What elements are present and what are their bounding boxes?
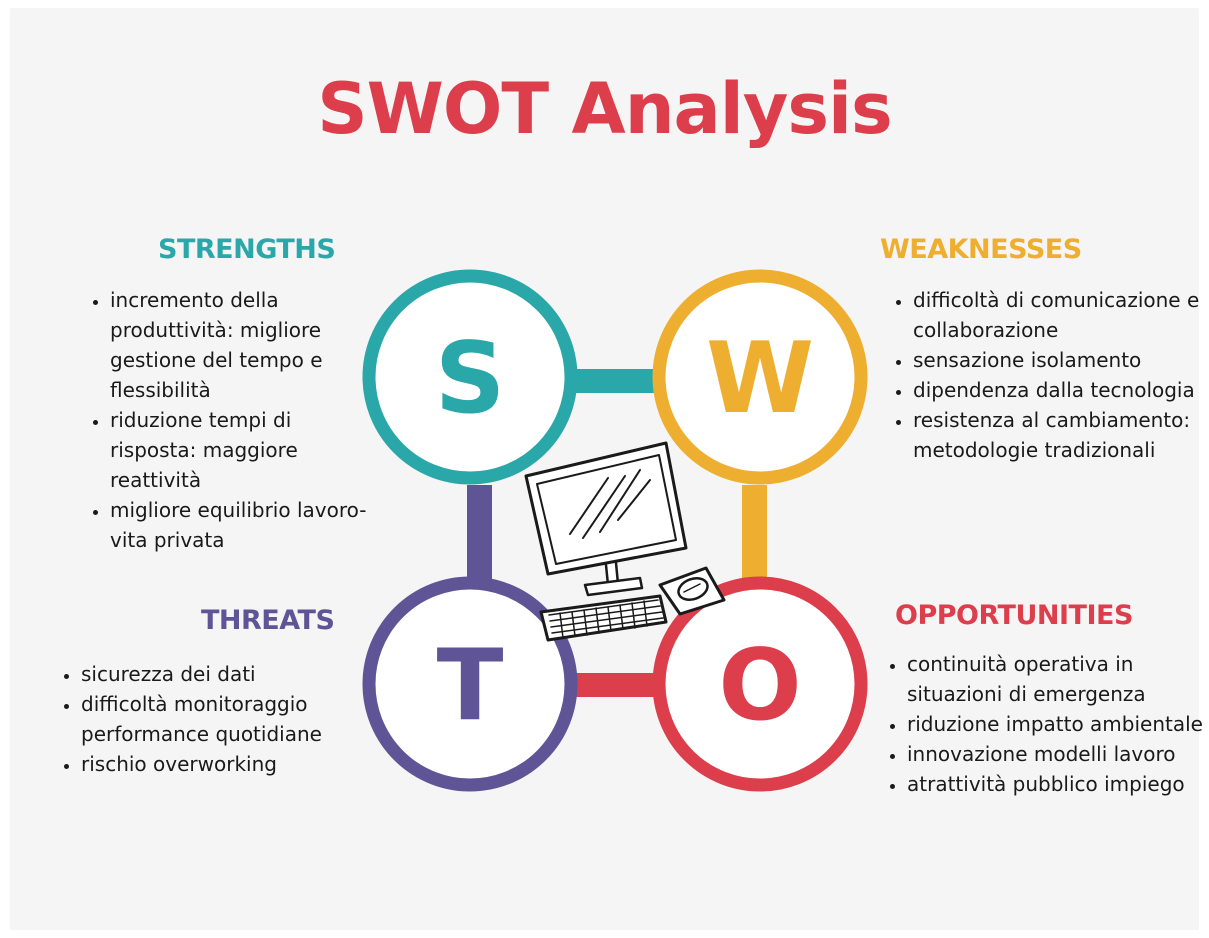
strengths-letter: S <box>435 322 506 436</box>
list-item: rischio overworking <box>81 749 393 779</box>
threats-list: sicurezza dei dati difficoltà monitoragg… <box>55 659 393 779</box>
list-item: incremento della produttività: migliore … <box>110 285 382 405</box>
threats-circle: T <box>362 576 578 792</box>
connector-t-o <box>565 673 667 697</box>
opportunities-list: continuità operativa in situazioni di em… <box>881 649 1207 799</box>
list-item: atrattività pubblico impiego <box>907 769 1207 799</box>
list-item: dipendenza dalla tecnologia <box>913 375 1209 405</box>
connector-w-o <box>742 485 767 589</box>
threats-letter: T <box>437 629 504 743</box>
opportunities-letter: O <box>718 629 801 743</box>
weaknesses-letter: W <box>706 322 814 436</box>
list-item: riduzione tempi di risposta: maggiore re… <box>110 405 382 495</box>
weaknesses-list: difficoltà di comunicazione e collaboraz… <box>887 285 1209 465</box>
page-title: SWOT Analysis <box>317 68 892 150</box>
list-item: difficoltà monitoraggio performance quot… <box>81 689 393 749</box>
strengths-list: incremento della produttività: migliore … <box>84 285 382 555</box>
list-item: sensazione isolamento <box>913 345 1209 375</box>
list-item: difficoltà di comunicazione e collaboraz… <box>913 285 1209 345</box>
list-item: migliore equilibrio lavoro-vita privata <box>110 495 382 555</box>
opportunities-circle: O <box>652 576 868 792</box>
weaknesses-circle: W <box>652 269 868 485</box>
opportunities-heading: OPPORTUNITIES <box>895 600 1133 631</box>
list-item: sicurezza dei dati <box>81 659 393 689</box>
computer-icon <box>524 441 726 642</box>
list-item: innovazione modelli lavoro <box>907 739 1207 769</box>
connector-s-w <box>565 369 667 393</box>
strengths-circle: S <box>362 269 578 485</box>
list-item: continuità operativa in situazioni di em… <box>907 649 1207 709</box>
weaknesses-heading: WEAKNESSES <box>880 234 1082 265</box>
connector-s-t <box>467 485 492 589</box>
list-item: resistenza al cambiamento: metodologie t… <box>913 405 1209 465</box>
threats-heading: THREATS <box>201 605 335 636</box>
strengths-heading: STRENGTHS <box>158 234 336 265</box>
list-item: riduzione impatto ambientale <box>907 709 1207 739</box>
